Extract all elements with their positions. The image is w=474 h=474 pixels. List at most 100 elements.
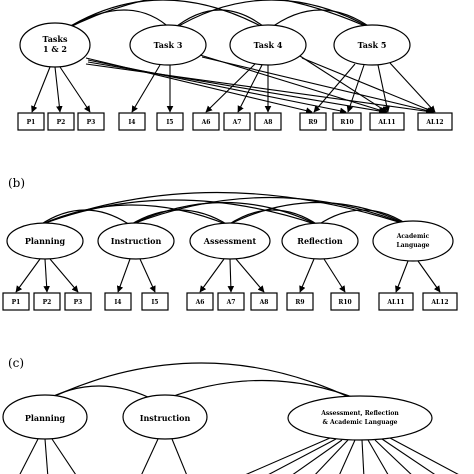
- correlation-arc: [227, 201, 409, 226]
- indicator-al12: AL12: [417, 112, 453, 131]
- factor-planning: Planning: [6, 222, 84, 260]
- factor-tasks-1-2: Tasks 1 & 2: [19, 22, 91, 68]
- correlation-arc: [39, 204, 229, 226]
- indicator-a7: A7: [217, 292, 245, 311]
- factor-label: Assessment, Reflection: [320, 410, 399, 417]
- svg-text:A8: A8: [263, 119, 273, 126]
- indicator-a8: A8: [250, 292, 278, 311]
- svg-text:R10: R10: [340, 119, 353, 126]
- indicator-r10: R10: [330, 292, 360, 311]
- factor-label: 1 & 2: [43, 44, 67, 54]
- factor-label: Planning: [25, 236, 66, 246]
- indicator-p2: P2: [33, 292, 61, 311]
- panel-c: (c) Planning Instruction Assessment, Ref…: [2, 356, 459, 474]
- correlation-arc: [39, 199, 319, 226]
- panel-a: Tasks 1 & 2 Task 3 Task 4 Task 5: [17, 0, 453, 131]
- factor-assessment: Assessment: [189, 222, 271, 260]
- indicator-row-b: P1 P2 P3 I4 I5 A6 A7 A8 R9 R10 AL11 AL12: [2, 292, 458, 311]
- svg-text:P2: P2: [57, 119, 66, 126]
- correlation-arc: [157, 379, 361, 403]
- indicator-i4: I4: [104, 292, 132, 311]
- indicator-p1: P1: [17, 112, 45, 131]
- factor-instruction: Instruction: [97, 222, 175, 260]
- indicator-al12: AL12: [422, 292, 458, 311]
- svg-text:P2: P2: [43, 299, 52, 306]
- factor-label: Task 4: [254, 40, 283, 50]
- indicator-al11: AL11: [369, 112, 405, 131]
- correlation-arc: [227, 209, 319, 226]
- indicator-r9: R9: [286, 292, 314, 311]
- factor-label: & Academic Language: [322, 419, 397, 426]
- factor-task-4: Task 4: [229, 24, 307, 66]
- indicator-r10: R10: [332, 112, 362, 131]
- factor-academic-language: Academic Language: [372, 220, 454, 262]
- indicator-p1: P1: [2, 292, 30, 311]
- panel-b: (b) Planning Instruction Assessment Refl…: [2, 176, 458, 311]
- indicator-p3: P3: [64, 292, 92, 311]
- factor-label: Task 5: [358, 40, 387, 50]
- factor-label: Instruction: [111, 236, 162, 246]
- svg-text:A8: A8: [259, 299, 269, 306]
- correlation-arc: [317, 209, 409, 226]
- svg-text:I4: I4: [115, 299, 122, 306]
- svg-text:P3: P3: [87, 119, 96, 126]
- correlation-arc: [39, 209, 131, 226]
- factor-label: Tasks: [43, 34, 68, 44]
- correlation-arc: [129, 196, 409, 226]
- factor-planning: Planning: [2, 394, 88, 440]
- correlation-arc: [41, 362, 356, 403]
- factor-label: Planning: [25, 413, 66, 423]
- indicator-row-a: P1 P2 P3 I4 I5 A6 A7 A8 R9 R10 AL11 AL12: [17, 112, 453, 131]
- factor-task-5: Task 5: [333, 24, 411, 66]
- svg-text:P3: P3: [74, 299, 83, 306]
- indicator-r9: R9: [299, 112, 327, 131]
- panel-c-label: (c): [8, 356, 24, 370]
- correlation-arc: [267, 9, 375, 31]
- factor-assessment-reflection-academic-language: Assessment, Reflection & Academic Langua…: [287, 395, 433, 441]
- svg-text:R9: R9: [295, 299, 304, 306]
- factor-label: Assessment: [203, 236, 257, 246]
- factor-label: Language: [397, 242, 430, 249]
- svg-text:R9: R9: [308, 119, 317, 126]
- svg-text:AL12: AL12: [430, 299, 448, 306]
- correlation-arc: [171, 9, 269, 31]
- factor-label: Reflection: [297, 236, 343, 246]
- factor-instruction: Instruction: [122, 394, 208, 440]
- svg-text:A7: A7: [226, 299, 236, 306]
- indicator-p2: P2: [47, 112, 75, 131]
- indicator-a6: A6: [186, 292, 214, 311]
- svg-text:P1: P1: [27, 119, 36, 126]
- indicator-a8: A8: [254, 112, 282, 131]
- svg-text:I5: I5: [167, 119, 174, 126]
- loading-arrows: [31, 54, 436, 115]
- svg-text:I5: I5: [152, 299, 159, 306]
- factor-task-3: Task 3: [129, 24, 207, 66]
- svg-text:P1: P1: [12, 299, 21, 306]
- factor-label: Academic: [396, 233, 430, 240]
- correlation-arc: [129, 209, 229, 226]
- indicator-p3: P3: [77, 112, 105, 131]
- factor-reflection: Reflection: [281, 222, 359, 260]
- factor-label: Instruction: [140, 413, 191, 423]
- svg-text:AL11: AL11: [377, 119, 395, 126]
- indicator-i4: I4: [118, 112, 146, 131]
- factor-label: Task 3: [154, 40, 183, 50]
- svg-text:I4: I4: [129, 119, 136, 126]
- indicator-a6: A6: [192, 112, 220, 131]
- correlation-arc: [171, 0, 375, 31]
- correlation-arc: [129, 202, 319, 226]
- indicator-a7: A7: [223, 112, 251, 131]
- svg-text:AL11: AL11: [386, 299, 404, 306]
- svg-text:A6: A6: [201, 119, 211, 126]
- svg-text:A6: A6: [195, 299, 205, 306]
- indicator-i5: I5: [156, 112, 184, 131]
- indicator-i5: I5: [141, 292, 169, 311]
- svg-text:A7: A7: [232, 119, 242, 126]
- indicator-al11: AL11: [378, 292, 414, 311]
- panel-b-label: (b): [8, 176, 25, 190]
- correlation-arc: [63, 0, 375, 31]
- correlation-arc: [63, 0, 269, 31]
- loading-arrows: [19, 437, 459, 474]
- loading-arrows: [15, 258, 441, 293]
